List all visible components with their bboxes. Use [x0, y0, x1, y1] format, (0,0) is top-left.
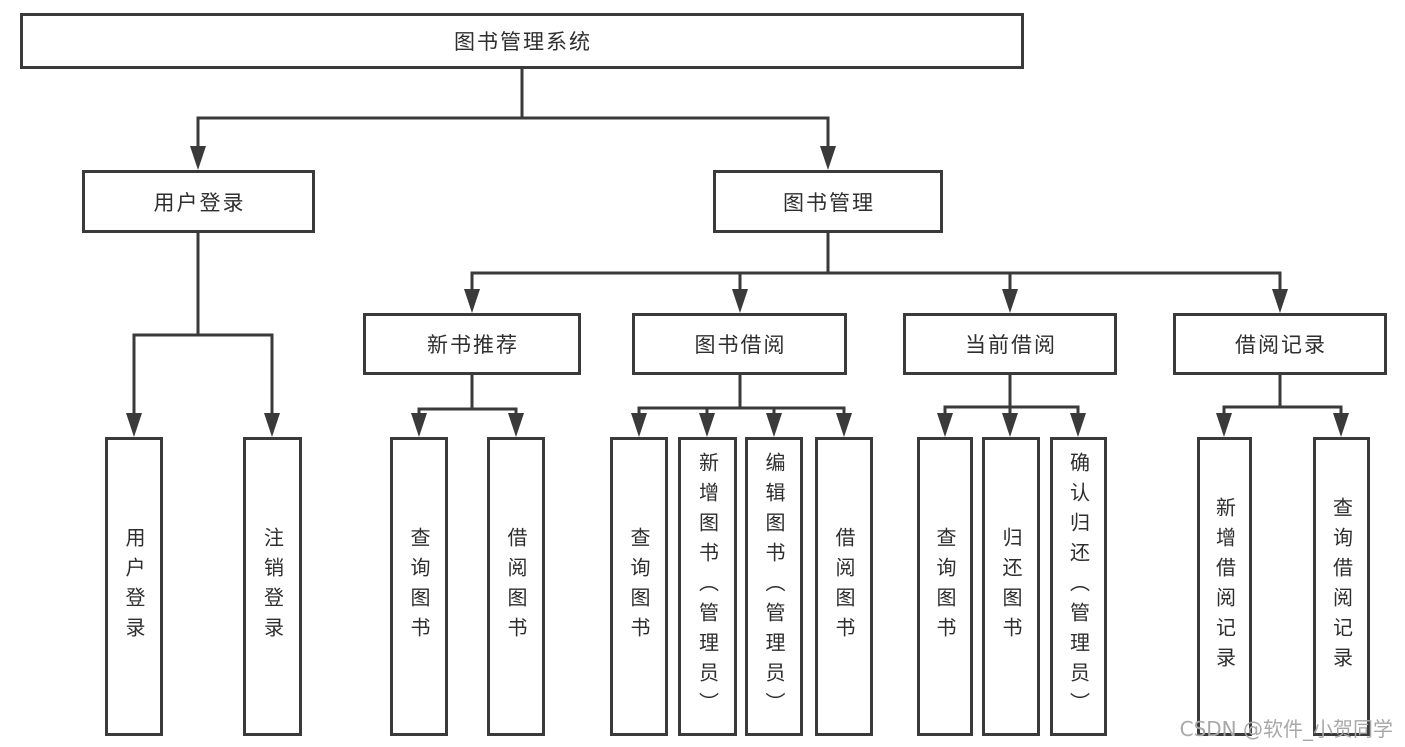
leaf-user-login: 用户登录	[105, 437, 163, 736]
arrowhead	[464, 289, 480, 313]
connector-root-to-level2	[190, 67, 836, 170]
leaf-bb-query-books: 查询图书	[610, 437, 668, 736]
leaf-br-add-record-label: 新增借阅记录	[1212, 496, 1237, 677]
leaf-nb-query-books: 查询图书	[390, 437, 448, 736]
leaf-bb-borrow-books-label: 借阅图书	[832, 526, 856, 647]
leaf-bb-query-books-label: 查询图书	[627, 526, 651, 647]
node-book-borrowing-label: 图书借阅	[694, 333, 787, 357]
leaf-br-add-record: 新增借阅记录	[1197, 437, 1252, 736]
leaf-user-login-label: 用户登录	[122, 526, 146, 647]
arrowhead	[732, 289, 748, 313]
node-user-login: 用户登录	[82, 170, 315, 233]
leaf-br-query-record-label: 查询借阅记录	[1329, 496, 1354, 677]
arrowhead	[1216, 413, 1232, 437]
node-book-management-label: 图书管理	[783, 190, 875, 215]
arrowhead	[631, 413, 647, 437]
leaf-cb-return-books-label: 归还图书	[999, 526, 1023, 647]
leaf-nb-borrow-books: 借阅图书	[487, 437, 545, 736]
leaf-logout-label: 注销登录	[260, 526, 285, 647]
csdn-watermark: CSDN @软件_小贺同学	[1179, 717, 1393, 741]
leaf-nb-borrow-books-label: 借阅图书	[504, 526, 528, 647]
connector-book-mgmt-children	[464, 231, 1288, 313]
leaf-bb-edit-books-admin: 编辑图书（管理员）	[745, 437, 803, 736]
node-borrowing-records-label: 借阅记录	[1235, 333, 1327, 357]
leaf-nb-query-books-label: 查询图书	[407, 526, 431, 647]
leaf-cb-confirm-return-admin: 确认归还（管理员）	[1050, 437, 1107, 736]
arrowhead	[937, 413, 953, 437]
node-root-label: 图书管理系统	[454, 30, 592, 54]
arrowhead	[766, 413, 782, 437]
arrowhead	[1070, 413, 1086, 437]
node-current-borrowing-label: 当前借阅	[965, 333, 1057, 357]
arrowhead	[126, 413, 142, 437]
node-borrowing-records: 借阅记录	[1173, 313, 1387, 375]
leaf-br-query-record: 查询借阅记录	[1313, 437, 1370, 736]
leaf-cb-confirm-return-admin-label: 确认归还（管理员）	[1066, 451, 1091, 722]
arrowhead	[1333, 413, 1349, 437]
leaf-cb-query-books: 查询图书	[917, 437, 973, 736]
arrowhead	[820, 146, 836, 170]
leaf-logout: 注销登录	[243, 437, 302, 736]
connector-user-login-children	[126, 231, 280, 437]
leaf-bb-borrow-books: 借阅图书	[815, 437, 873, 736]
arrowhead	[411, 413, 427, 437]
connector-borrow-records-children	[1216, 373, 1349, 437]
node-book-management: 图书管理	[713, 170, 943, 233]
arrowhead	[508, 413, 524, 437]
node-book-borrowing: 图书借阅	[632, 313, 847, 375]
node-user-login-label: 用户登录	[153, 190, 246, 215]
arrowhead	[1002, 413, 1018, 437]
connector-current-borrow-children	[937, 373, 1086, 437]
arrowhead	[836, 413, 852, 437]
arrowhead	[1272, 289, 1288, 313]
node-current-borrowing: 当前借阅	[903, 313, 1117, 375]
node-root: 图书管理系统	[20, 13, 1024, 69]
leaf-cb-return-books: 归还图书	[982, 437, 1040, 736]
node-new-book-recommend: 新书推荐	[363, 313, 581, 375]
leaf-cb-query-books-label: 查询图书	[933, 526, 957, 647]
leaf-bb-edit-books-admin-label: 编辑图书（管理员）	[762, 451, 786, 722]
arrowhead	[699, 413, 715, 437]
arrowhead	[1002, 289, 1018, 313]
leaf-bb-add-books-admin-label: 新增图书（管理员）	[695, 451, 720, 722]
leaf-bb-add-books-admin: 新增图书（管理员）	[678, 437, 737, 736]
connector-new-book-children	[411, 373, 524, 437]
arrowhead	[264, 413, 280, 437]
arrowhead	[190, 146, 206, 170]
connector-book-borrow-children	[631, 373, 852, 437]
node-new-book-recommend-label: 新书推荐	[427, 333, 519, 357]
